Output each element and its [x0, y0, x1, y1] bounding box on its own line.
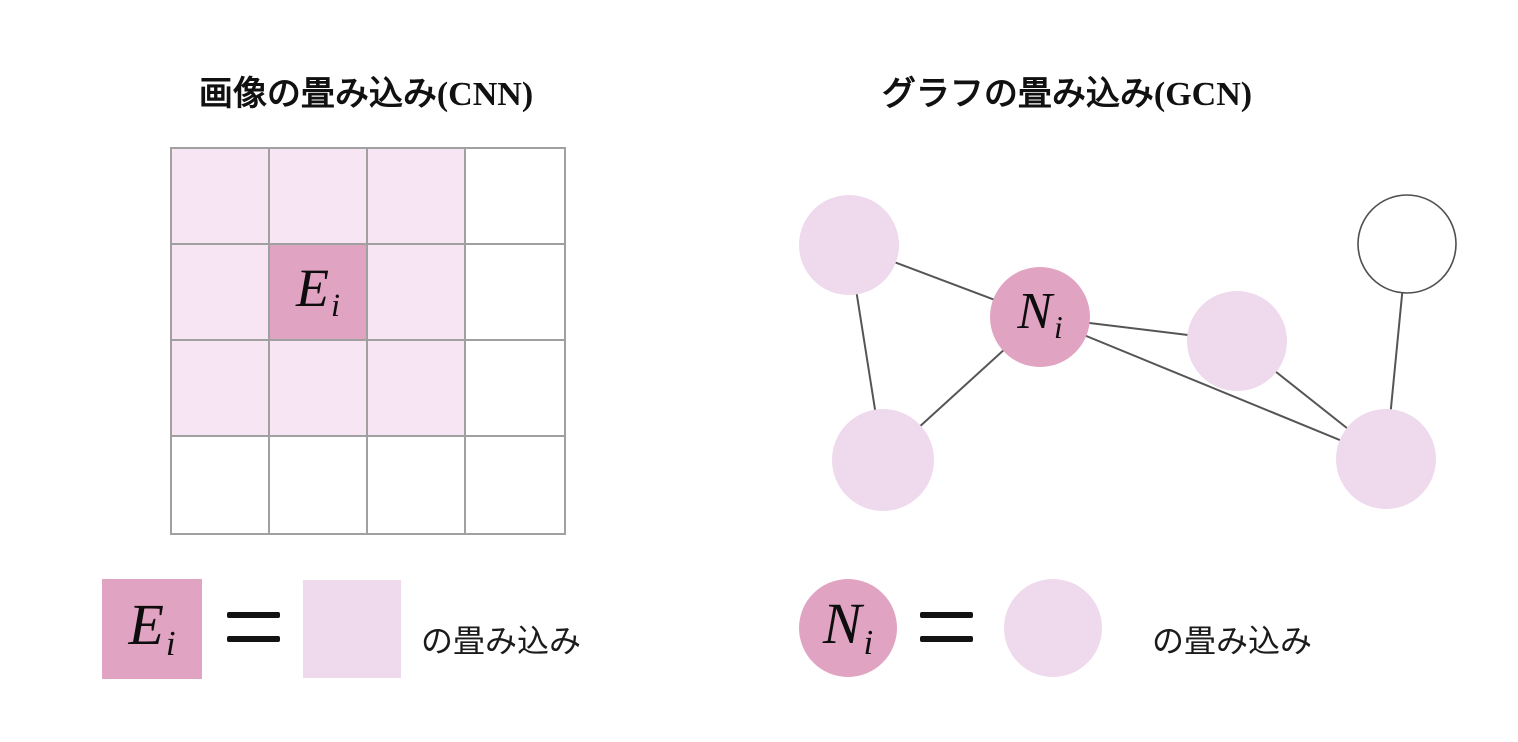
graph-node-center [990, 267, 1090, 367]
equals-bar [920, 636, 973, 642]
gcn-panel-title: グラフの畳み込み(GCN) [881, 76, 1253, 113]
math-label: Ni [1017, 283, 1063, 346]
graph-node-non-neighbor-white [1357, 194, 1457, 294]
gcn-legend-neighbor-swatch [1004, 579, 1102, 677]
cnn-panel-title: 画像の畳み込み(CNN) [198, 76, 534, 113]
grid-cell-r3c3 [466, 437, 564, 533]
grid-cell-r2c3 [466, 341, 564, 437]
math-label: Ni [822, 591, 874, 663]
gcn-legend-caption: の畳み込み [1152, 623, 1313, 659]
graph-node-neighbor-bottom-left [832, 409, 934, 511]
cnn-legend-caption: の畳み込み [421, 623, 582, 659]
gcn-legend-center-swatch: Ni [799, 579, 897, 677]
gcn-legend-equals-sign [920, 612, 973, 642]
grid-neighbor-cell-r0c0 [172, 149, 270, 245]
graph-node-neighbor-mid-right [1187, 291, 1287, 391]
grid-neighbor-cell-r0c1 [270, 149, 368, 245]
grid-cell-r3c1 [270, 437, 368, 533]
grid-neighbor-cell-r2c0 [172, 341, 270, 437]
math-label: Ei [128, 592, 176, 664]
grid-neighbor-cell-r1c2 [368, 245, 466, 341]
grid-neighbor-cell-r1c0 [172, 245, 270, 341]
cnn-grid: Ei [170, 147, 566, 535]
grid-neighbor-cell-r2c2 [368, 341, 466, 437]
equals-bar [227, 636, 280, 642]
graph-edge-center--neighbor-bottom-right [1039, 316, 1387, 460]
graph-node-neighbor-top-left [799, 195, 899, 295]
grid-neighbor-cell-r0c2 [368, 149, 466, 245]
math-label: Ei [296, 258, 340, 325]
equals-bar [227, 612, 280, 618]
grid-center-cell: Ei [270, 245, 368, 341]
grid-cell-r3c0 [172, 437, 270, 533]
graph-node-neighbor-bottom-right [1336, 409, 1436, 509]
gcn-center-node-label: Ni [1017, 283, 1063, 346]
grid-cell-r0c3 [466, 149, 564, 245]
cnn-legend-equals-sign [227, 612, 280, 642]
grid-neighbor-cell-r2c1 [270, 341, 368, 437]
equals-bar [920, 612, 973, 618]
grid-cell-r1c3 [466, 245, 564, 341]
grid-cell-r3c2 [368, 437, 466, 533]
cnn-legend-center-swatch: Ei [102, 579, 202, 679]
cnn-legend-neighbor-swatch [303, 580, 401, 678]
